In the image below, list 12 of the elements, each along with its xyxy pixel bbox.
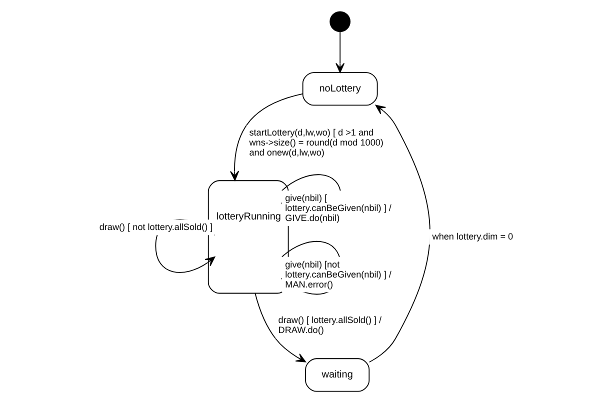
arrow [254, 293, 306, 362]
arrow [335, 31, 344, 73]
edge-label: draw() [ not lottery.allSold() ] [98, 222, 212, 232]
node-box: noLottery [302, 72, 378, 106]
arrow [154, 219, 215, 273]
edge-label: draw() [ lottery.allSold() ] / DRAW.do() [278, 315, 382, 336]
arrow [230, 93, 303, 181]
edge-label: when lottery.dim = 0 [432, 232, 513, 242]
arrow [368, 104, 430, 363]
node-box: waiting [304, 358, 370, 392]
node-circle [329, 11, 350, 32]
edge-label: startLottery(d,lw,wo) [ d >1 and wns->size() = round(d mod 1000) and onew(d,lw,wo) [248, 128, 383, 158]
